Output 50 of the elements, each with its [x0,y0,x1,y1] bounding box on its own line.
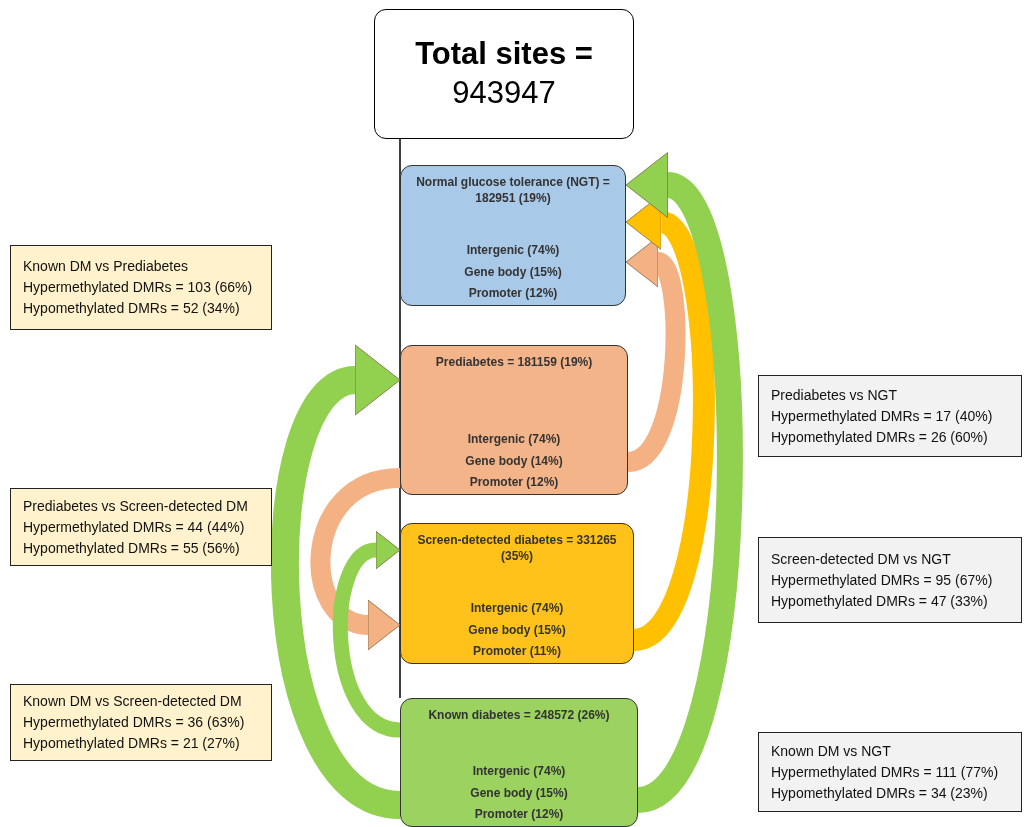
region-percent: Intergenic (74%) [466,242,560,259]
region-percent: Promoter (12%) [474,805,564,822]
region-percent: Gene body (15%) [464,263,562,280]
dmr-count: Hypomethylated DMRs = 55 (56%) [23,538,241,558]
dmr-count: Hypomethylated DMRs = 26 (60%) [771,427,989,447]
region-percent: Gene body (15%) [468,621,566,638]
comparison-title: Prediabetes vs Screen-detected DM [23,496,249,516]
dmr-count: Hypomethylated DMRs = 47 (33%) [771,591,989,611]
comparison-title: Prediabetes vs NGT [771,385,899,405]
region-percent: Intergenic (74%) [467,431,561,448]
comparison-callout [758,732,1022,812]
group-box [400,523,634,664]
group-heading: Prediabetes = 181159 (19%) [435,354,593,371]
group-heading: Known diabetes = 248572 (26%) [428,707,610,724]
group-heading: Screen-detected diabetes = 331265 (35%) [416,532,618,565]
comparison-title: Known DM vs Screen-detected DM [23,692,243,711]
dmr-count: Hypomethylated DMRs = 52 (34%) [23,299,241,318]
region-percent: Promoter (12%) [469,473,559,490]
comparison-title: Known DM vs Prediabetes [23,257,189,276]
group-box [400,345,628,495]
region-percent: Promoter (11%) [473,642,561,659]
comparison-callout [758,537,1022,623]
dmr-count: Hypermethylated DMRs = 36 (63%) [23,713,246,732]
comparison-callout [758,375,1022,457]
dmr-count: Hypermethylated DMRs = 44 (44%) [23,517,246,537]
comparison-callout [10,245,272,330]
comparison-title: Screen-detected DM vs NGT [771,549,952,569]
total-box [374,9,634,139]
curved-arrow [333,531,402,738]
connector-line [399,138,401,699]
group-box [400,698,638,827]
total-value: 943947 [452,74,556,112]
group-box [400,165,626,306]
dmr-count: Hypermethylated DMRs = 111 (77%) [771,762,1000,782]
region-percent: Intergenic (74%) [470,600,564,617]
group-heading: Normal glucose tolerance (NGT) = 182951 (19%) [415,174,611,207]
dmr-count: Hypomethylated DMRs = 34 (23%) [771,783,989,803]
region-percent: Intergenic (74%) [472,763,566,780]
comparison-callout [10,488,272,566]
curved-arrow [310,468,402,650]
total-heading: Total sites = [415,35,593,74]
dmr-count: Hypomethylated DMRs = 21 (27%) [23,734,241,753]
dmr-count: Hypermethylated DMRs = 17 (40%) [771,406,994,426]
comparison-callout [10,684,272,761]
region-percent: Promoter (12%) [468,284,558,301]
dmr-count: Hypermethylated DMRs = 95 (67%) [771,570,994,590]
comparison-title: Known DM vs NGT [771,741,892,761]
region-percent: Gene body (14%) [465,452,563,469]
dmr-count: Hypermethylated DMRs = 103 (66%) [23,278,254,297]
region-percent: Gene body (15%) [470,784,568,801]
